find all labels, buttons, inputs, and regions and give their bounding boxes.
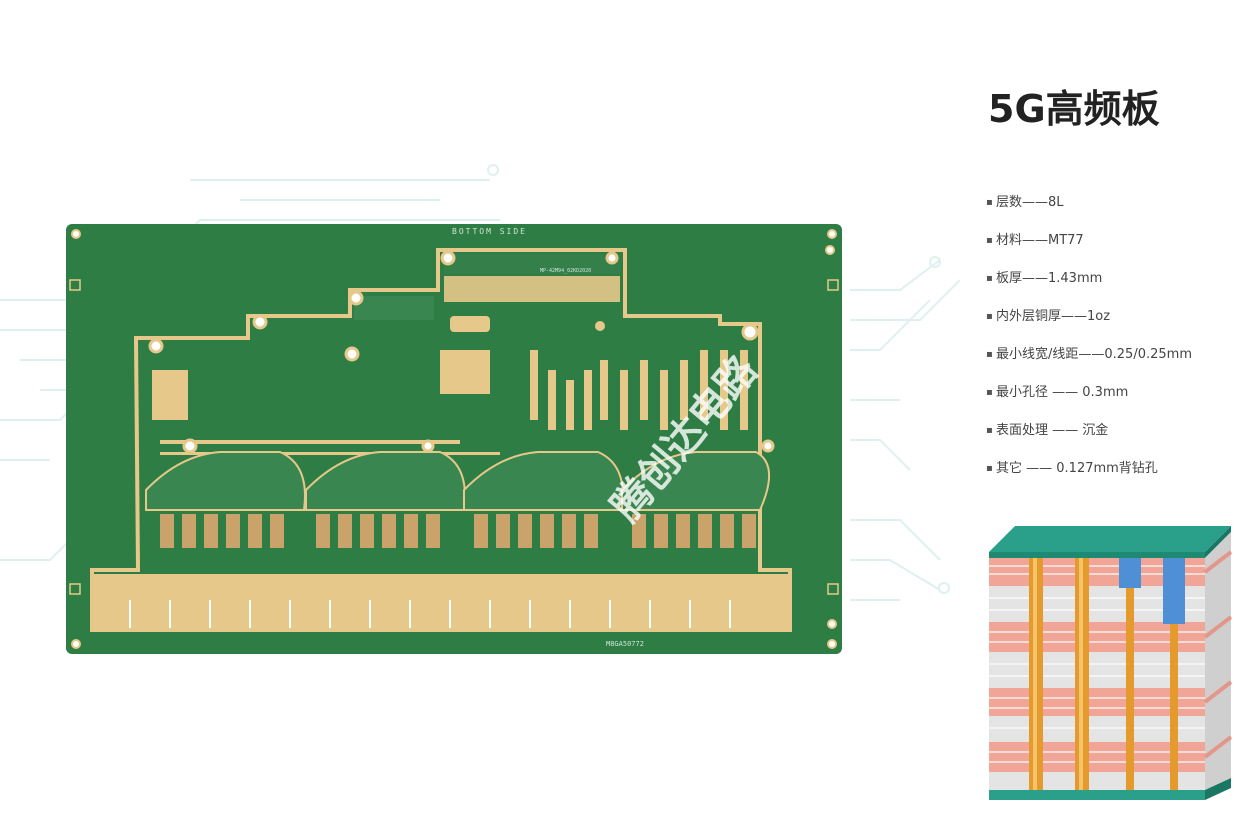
bullet-icon: ▪: [986, 463, 993, 474]
spec-text: 表面处理 —— 沉金: [996, 423, 1109, 438]
bullet-icon: ▪: [986, 387, 993, 398]
spec-list: ▪层数——8L ▪材料——MT77 ▪板厚——1.43mm ▪内外层铜厚——1o…: [986, 193, 1192, 497]
via-stub: [1126, 588, 1134, 790]
bullet-icon: ▪: [986, 349, 993, 360]
mount-hole: [71, 229, 81, 239]
mount-hole: [827, 229, 837, 239]
spec-text: 最小线宽/线距——0.25/0.25mm: [996, 347, 1192, 362]
spec-thickness: ▪板厚——1.43mm: [986, 269, 1192, 307]
spec-copper-weight: ▪内外层铜厚——1oz: [986, 307, 1192, 345]
bullet-icon: ▪: [986, 311, 993, 322]
silkscreen-serial: M8GA50772: [606, 640, 644, 648]
mount-hole: [827, 619, 837, 629]
pcb-board-photo: BOTTOM SIDE MP-42M94_02KD2020 M8GA50772 …: [66, 224, 842, 654]
connector-strip: [94, 574, 788, 628]
spec-text: 材料——MT77: [996, 233, 1084, 248]
bullet-icon: ▪: [986, 273, 993, 284]
spec-material: ▪材料——MT77: [986, 231, 1192, 269]
silkscreen-part-number: MP-42M94_02KD2020: [540, 268, 591, 274]
layer-stackup-diagram: [989, 526, 1233, 800]
backdrill-hole: [1163, 558, 1185, 624]
bullet-icon: ▪: [986, 425, 993, 436]
product-title: 5G高频板: [988, 87, 1160, 131]
bullet-icon: ▪: [986, 235, 993, 246]
spec-text: 其它 —— 0.127mm背钻孔: [996, 461, 1158, 476]
spec-text: 板厚——1.43mm: [996, 271, 1103, 286]
spec-min-hole: ▪最小孔径 —— 0.3mm: [986, 383, 1192, 421]
spec-text: 最小孔径 —— 0.3mm: [996, 385, 1129, 400]
via-stub: [1170, 624, 1178, 790]
spec-text: 内外层铜厚——1oz: [996, 309, 1111, 324]
spec-surface-finish: ▪表面处理 —— 沉金: [986, 421, 1192, 459]
mount-hole: [827, 639, 837, 649]
silkscreen-bottom-side: BOTTOM SIDE: [452, 227, 527, 236]
spec-layers: ▪层数——8L: [986, 193, 1192, 231]
spec-other: ▪其它 —— 0.127mm背钻孔: [986, 459, 1192, 497]
spec-line-width: ▪最小线宽/线距——0.25/0.25mm: [986, 345, 1192, 383]
spec-text: 层数——8L: [996, 195, 1064, 210]
bullet-icon: ▪: [986, 197, 993, 208]
backdrill-hole: [1119, 558, 1141, 588]
mount-hole: [71, 639, 81, 649]
mount-hole: [825, 245, 835, 255]
